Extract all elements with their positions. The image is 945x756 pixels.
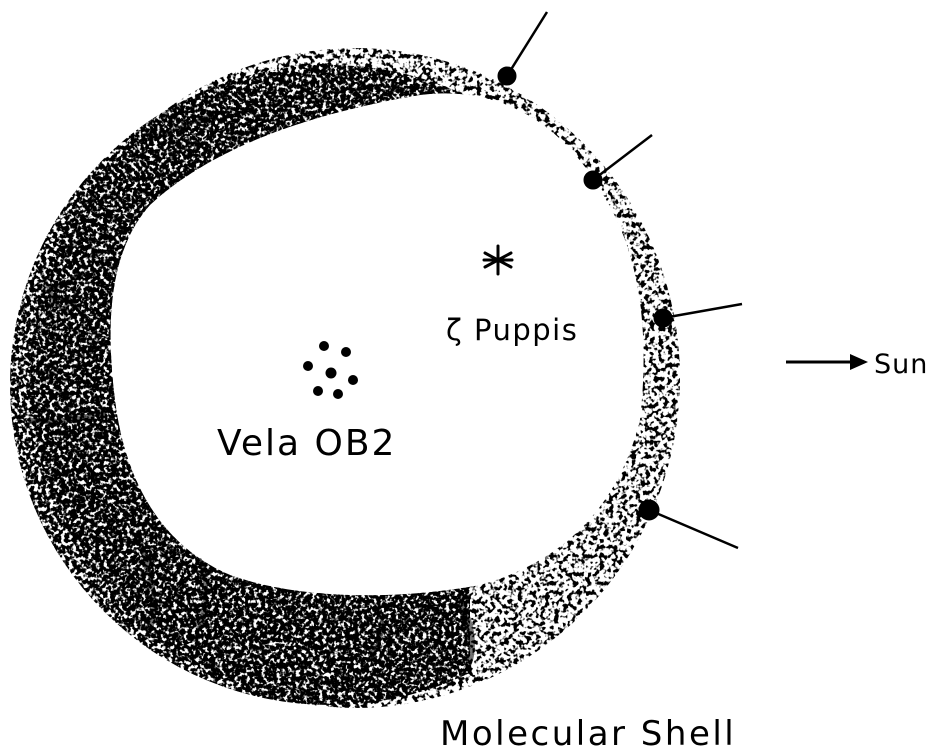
sun-label: Sun	[874, 349, 928, 380]
vela-ob2-label: Vela OB2	[217, 423, 396, 464]
zeta-puppis-label: ζ Puppis	[446, 313, 578, 347]
molecular-shell-label: Molecular Shell	[440, 714, 736, 754]
